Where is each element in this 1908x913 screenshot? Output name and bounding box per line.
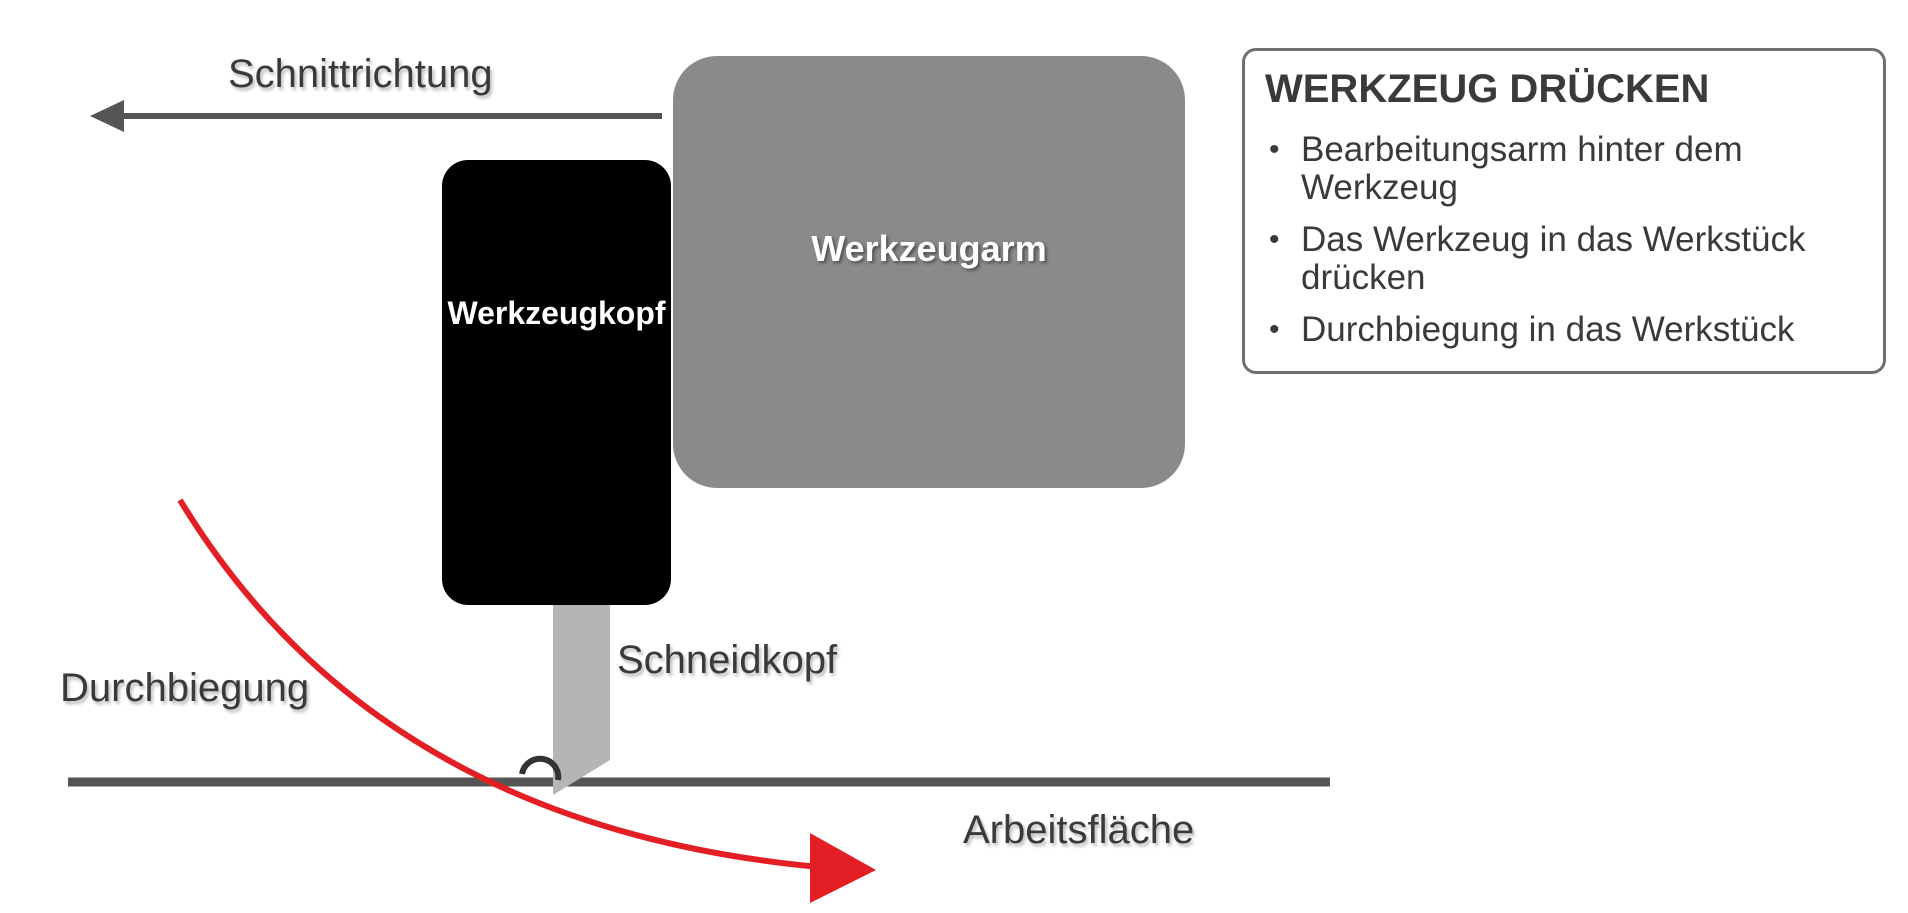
deflection-arrow-curve <box>177 498 831 871</box>
tool-head-label: Werkzeugkopf <box>447 295 666 331</box>
chip-curl <box>519 755 562 781</box>
info-box-item: Bearbeitungsarm hinter dem Werkzeug <box>1265 131 1863 207</box>
info-box: WERKZEUG DRÜCKEN Bearbeitungsarm hinter … <box>1242 48 1886 374</box>
cutting-head-label: Schneidkopf <box>617 638 838 682</box>
tool-head: Werkzeugkopf <box>442 160 671 605</box>
cutting-direction-label: Schnittrichtung <box>228 52 493 96</box>
work-surface-label: Arbeitsfläche <box>963 808 1195 852</box>
tool-arm: Werkzeugarm <box>673 56 1185 488</box>
deflection-arrowhead <box>810 833 876 903</box>
info-box-title: WERKZEUG DRÜCKEN <box>1265 67 1710 111</box>
deflection-label: Durchbiegung <box>60 666 310 710</box>
info-box-item: Durchbiegung in das Werkstück <box>1265 311 1863 350</box>
info-box-item: Das Werkzeug in das Werkstück drücken <box>1265 221 1863 297</box>
cutting-direction-arrowhead <box>90 100 124 132</box>
info-box-list: Bearbeitungsarm hinter dem Werkzeug Das … <box>1265 131 1863 350</box>
tool-arm-label: Werkzeugarm <box>811 228 1047 269</box>
